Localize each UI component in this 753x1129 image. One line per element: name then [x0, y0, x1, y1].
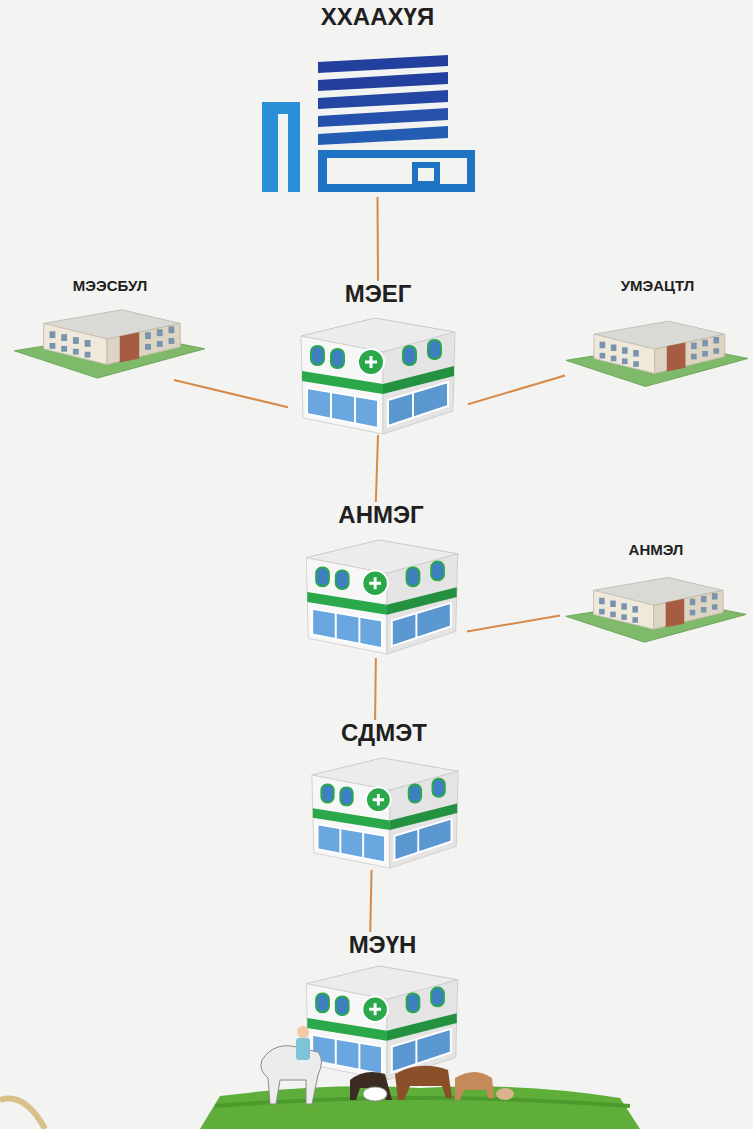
- org-node: УМЭАЦТЛ: [565, 278, 750, 394]
- node-label: МЭЭСБУЛ: [10, 278, 210, 295]
- org-node: СДМЭТ: [295, 720, 473, 870]
- connector-line: [468, 375, 565, 404]
- pharmacy-building: [306, 540, 457, 654]
- node-label: СДМЭТ: [295, 720, 473, 746]
- connector-line: [370, 870, 371, 932]
- livestock-scene: [200, 1026, 640, 1129]
- lab-building: [566, 577, 746, 642]
- pharmacy-building: [312, 758, 458, 868]
- connector-line: [376, 435, 378, 502]
- connector-line: [374, 658, 377, 720]
- connector-line: [174, 380, 288, 407]
- node-label: АНМЭГ: [295, 502, 467, 528]
- node-label: УМЭАЦТЛ: [565, 278, 750, 295]
- node-label: АНМЭЛ: [560, 542, 752, 559]
- node-label: ХХААХҮЯ: [255, 4, 500, 30]
- org-node: МЭҮН: [295, 932, 470, 1090]
- connector-line: [377, 197, 380, 281]
- node-label: МЭЕГ: [288, 281, 468, 307]
- corner-ornament: [0, 1099, 45, 1129]
- org-node: АНМЭГ: [295, 502, 467, 658]
- lab-building: [566, 321, 748, 386]
- org-node: АНМЭЛ: [560, 542, 752, 644]
- lab-building: [14, 310, 204, 378]
- org-node: МЭЭСБУЛ: [10, 278, 210, 380]
- node-label: МЭҮН: [295, 932, 470, 958]
- connector-line: [467, 615, 560, 631]
- ministry-tower: [262, 55, 475, 192]
- pharmacy-building: [301, 318, 455, 434]
- org-node: МЭЕГ: [288, 281, 468, 435]
- org-node: ХХААХҮЯ: [255, 4, 500, 197]
- pharmacy-building: [306, 966, 457, 1080]
